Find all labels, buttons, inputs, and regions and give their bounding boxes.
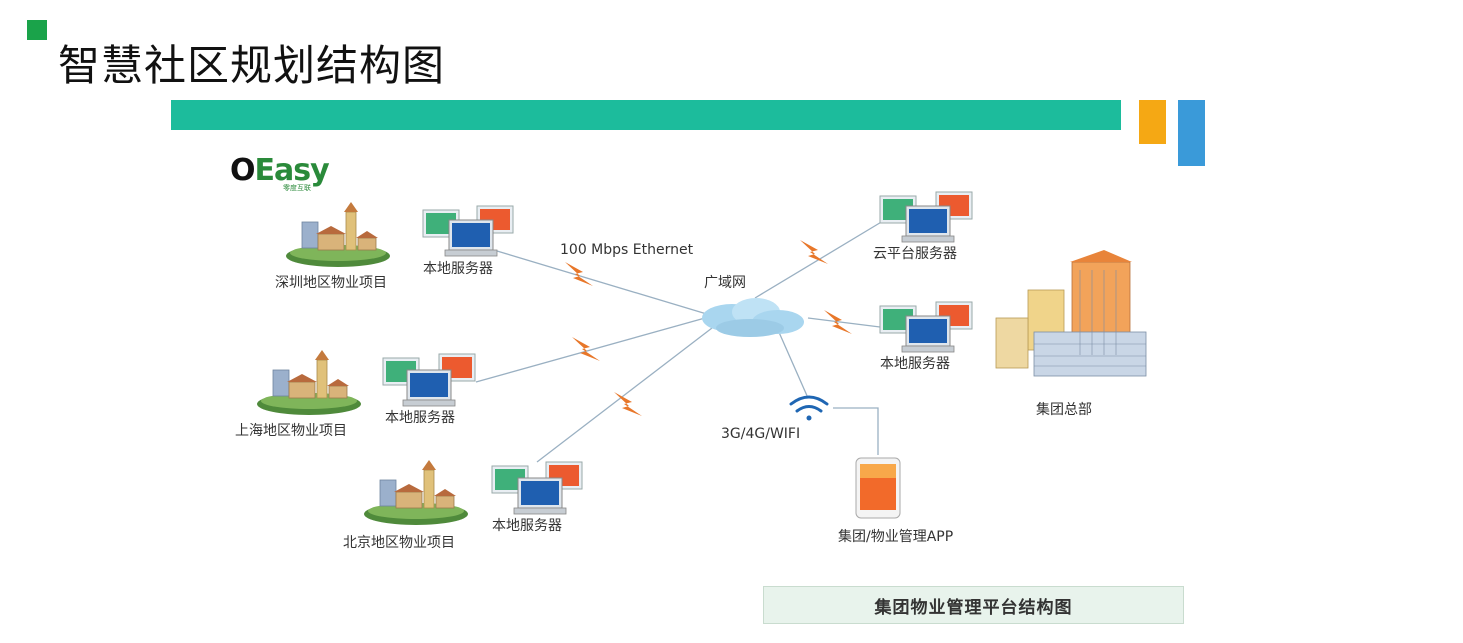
- server-label-shenzhen: 本地服务器: [423, 261, 493, 277]
- page-title: 智慧社区规划结构图: [58, 41, 446, 90]
- lightning-icon: [565, 262, 593, 286]
- server-icon: [382, 353, 476, 407]
- hq-label: 集团总部: [1036, 402, 1092, 418]
- header-orange-bar: [1139, 100, 1166, 144]
- header-blue-bar: [1178, 100, 1205, 166]
- lightning-icon: [614, 392, 642, 416]
- server-label-hq: 本地服务器: [880, 356, 950, 372]
- server-label-cloud: 云平台服务器: [873, 246, 957, 262]
- server-icon: [422, 205, 514, 257]
- hq-building-icon: [995, 250, 1147, 377]
- app-label: 集团/物业管理APP: [838, 529, 954, 545]
- village-icon: [363, 459, 469, 526]
- oeasy-logo: OEasy: [230, 153, 330, 188]
- wan-label: 广域网: [704, 275, 746, 291]
- project-label-shanghai: 上海地区物业项目: [235, 423, 347, 439]
- wifi-icon: [789, 395, 829, 421]
- village-icon: [256, 349, 362, 416]
- footer-caption: 集团物业管理平台结构图: [874, 597, 1073, 618]
- wifi-label: 3G/4G/WIFI: [721, 426, 801, 442]
- header-teal-bar: [171, 100, 1121, 130]
- logo-subtitle: 零度互联: [283, 184, 311, 192]
- server-label-shanghai: 本地服务器: [385, 410, 455, 426]
- project-label-beijing: 北京地区物业项目: [343, 535, 455, 551]
- project-label-shenzhen: 深圳地区物业项目: [275, 275, 387, 291]
- cloud-icon: [702, 298, 804, 337]
- server-icon: [879, 191, 973, 243]
- village-icon: [285, 201, 391, 268]
- title-marker-square: [27, 20, 47, 40]
- server-label-beijing: 本地服务器: [492, 518, 562, 534]
- server-icon: [491, 461, 583, 515]
- server-icon: [879, 301, 973, 353]
- lightning-icon: [800, 240, 828, 264]
- connection-lines: [475, 217, 889, 463]
- ethernet-label: 100 Mbps Ethernet: [560, 242, 694, 258]
- phone-icon: [855, 457, 901, 519]
- footer-caption-box: 集团物业管理平台结构图: [763, 586, 1184, 624]
